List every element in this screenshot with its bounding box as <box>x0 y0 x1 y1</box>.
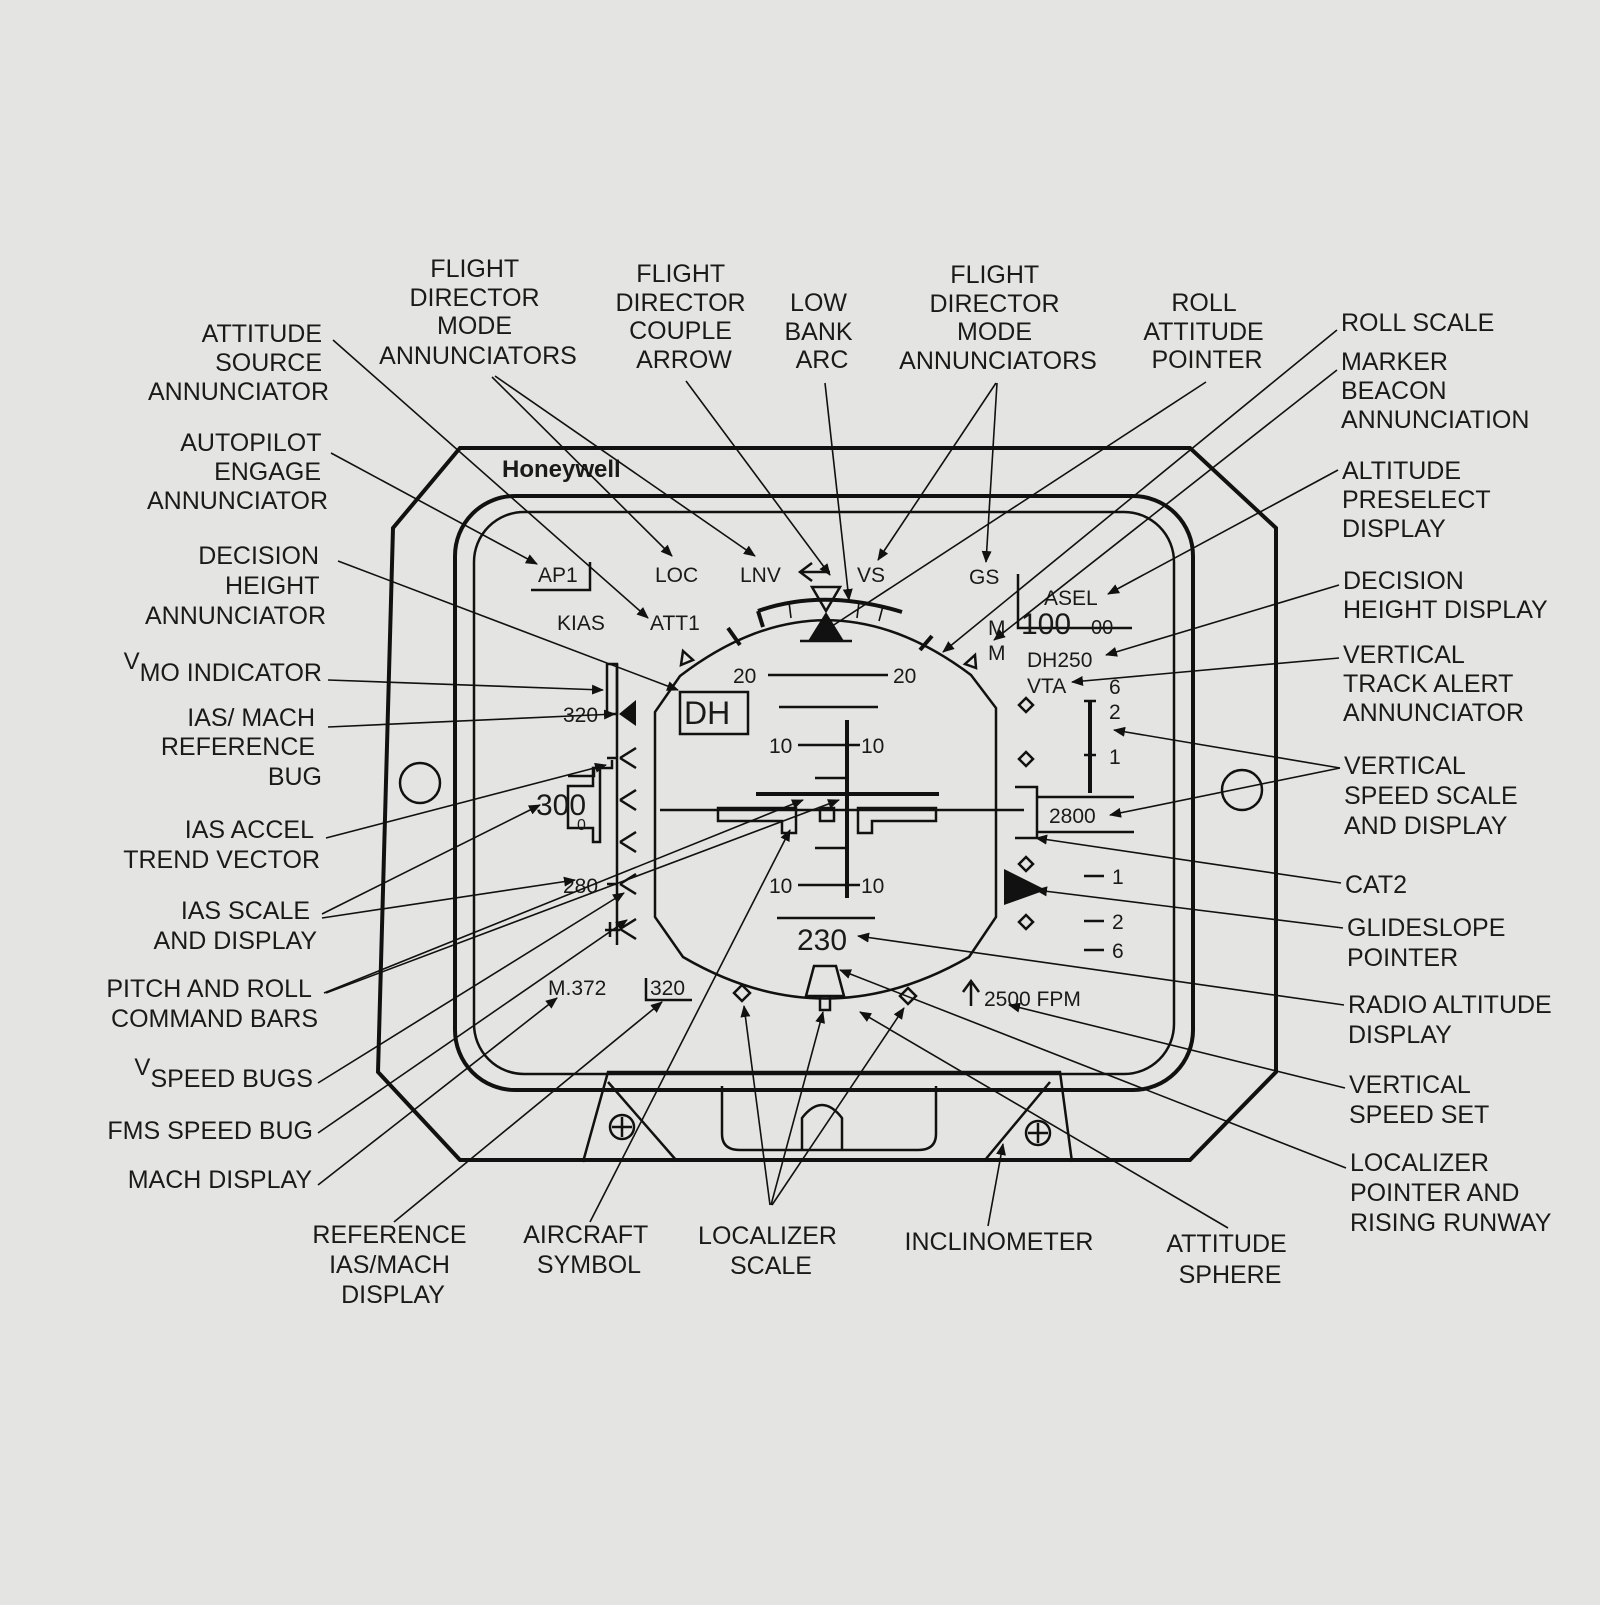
callout-vspeed: VSPEED BUGS <box>134 1054 313 1093</box>
callout-localizer-ptr: LOCALIZER POINTER AND RISING RUNWAY <box>1350 1149 1552 1237</box>
localizer-pointer-icon <box>804 964 846 1012</box>
callout-fd-mode-right: FLIGHT DIRECTOR MODE ANNUNCIATORS <box>899 261 1097 375</box>
vs-label-1: 1 <box>1109 746 1121 769</box>
decision-height-display: DH250 <box>1027 649 1092 672</box>
callout-attitude-source: ATTITUDE SOURCE ANNUNCIATOR <box>148 320 329 406</box>
vs-label-6: 6 <box>1109 676 1121 699</box>
callout-loc-scale: LOCALIZER SCALE <box>698 1222 844 1280</box>
marker-beacon-m1: M <box>988 617 1006 640</box>
callout-aircraft: AIRCRAFT SYMBOL <box>523 1221 655 1279</box>
callout-marker-beacon: MARKER BEACON ANNUNCIATION <box>1341 348 1529 434</box>
callout-cat2: CAT2 <box>1345 871 1407 899</box>
callout-vs-scale: VERTICAL SPEED SCALE AND DISPLAY <box>1344 752 1525 840</box>
loc-scale-left-diamond <box>732 983 752 1003</box>
marker-beacon-m2: M <box>988 642 1006 665</box>
radio-altitude-display: 230 <box>797 924 847 957</box>
roll-pointer-hollow-icon <box>809 585 843 614</box>
callout-vmo: VMO INDICATOR <box>124 648 322 687</box>
vs-readout: 2800 <box>1049 805 1096 828</box>
callout-inclinometer: INCLINOMETER <box>905 1228 1094 1256</box>
mode-lnv: LNV <box>740 564 781 587</box>
mach-display: M.372 <box>548 977 606 1000</box>
callout-radio-alt: RADIO ALTITUDE DISPLAY <box>1348 991 1559 1049</box>
callout-fd-mode-left: FLIGHT DIRECTOR MODE ANNUNCIATORS <box>379 255 577 370</box>
attitude-source-annunciator: ATT1 <box>650 612 700 635</box>
mode-gs: GS <box>969 566 999 589</box>
reference-ias-display: 320 <box>650 977 685 1000</box>
roll-attitude-pointer-icon <box>808 612 844 641</box>
vs-scale: 6 2 1 1 2 6 2800 <box>1015 676 1134 963</box>
callout-autopilot: AUTOPILOT ENGAGE ANNUNCIATOR <box>147 429 328 515</box>
pitch-label-10-left: 10 <box>769 735 792 758</box>
callout-fd-couple: FLIGHT DIRECTOR COUPLE ARROW <box>615 260 752 374</box>
loc-scale-right-diamond <box>898 986 918 1006</box>
brand-logo: Honeywell <box>502 456 621 483</box>
callout-low-bank: LOW BANK ARC <box>784 289 859 374</box>
altitude-preselect-value: 100 <box>1021 608 1071 641</box>
callout-alt-preselect: ALTITUDE PRESELECT DISPLAY <box>1342 457 1497 543</box>
glideslope-pointer-icon <box>1004 869 1046 905</box>
callout-mach: MACH DISPLAY <box>128 1166 313 1194</box>
vs-label-m1: 1 <box>1112 866 1124 889</box>
vs-label-m6: 6 <box>1112 940 1124 963</box>
left-knob-icon <box>398 761 442 805</box>
ias-readout-small: 0 <box>577 817 586 834</box>
pitch-label-20-left: 20 <box>733 665 756 688</box>
pitch-label-20-right: 20 <box>893 665 916 688</box>
vs-set-arrow-icon <box>961 978 981 1006</box>
glideslope-scale <box>1017 696 1035 931</box>
autopilot-engage-annunciator: AP1 <box>538 564 578 587</box>
vmo-indicator <box>605 662 619 716</box>
callout-glideslope: GLIDESLOPE POINTER <box>1347 914 1512 972</box>
callout-sphere: ATTITUDE SPHERE <box>1166 1230 1293 1289</box>
ias-readout: 300 <box>536 789 586 822</box>
asel-label: ASEL <box>1044 587 1098 610</box>
vs-label-2: 2 <box>1109 701 1121 724</box>
left-screw-icon <box>608 1113 636 1141</box>
callout-fms-bug: FMS SPEED BUG <box>107 1117 313 1145</box>
pitch-label-m10-right: 10 <box>861 875 884 898</box>
callout-dh-annunciator: DECISION HEIGHT ANNUNCIATOR <box>145 542 326 630</box>
callout-pitch-roll: PITCH AND ROLL COMMAND BARS <box>106 975 318 1033</box>
callout-ref-ias: REFERENCE IAS/MACH DISPLAY <box>312 1221 473 1309</box>
altitude-preselect-small: 00 <box>1091 617 1113 639</box>
callout-dh-display: DECISION HEIGHT DISPLAY <box>1343 567 1548 624</box>
mode-vs: VS <box>857 564 885 587</box>
ias-readout-box <box>566 766 602 844</box>
vs-label-m2: 2 <box>1112 911 1124 934</box>
callout-ias-bug: IAS/ MACH REFERENCE BUG <box>161 704 322 791</box>
callout-ias-trend: IAS ACCEL TREND VECTOR <box>123 816 320 874</box>
instrument-bezel: Honeywell <box>375 446 1278 1163</box>
callout-labels: ATTITUDE SOURCE ANNUNCIATOR AUTOPILOT EN… <box>106 255 1559 1309</box>
ias-reference-bug-icon <box>619 700 636 726</box>
right-knob-icon <box>1220 768 1264 812</box>
vta-annunciator: VTA <box>1027 675 1066 698</box>
roll-scale <box>679 597 978 670</box>
ias-tape: 320 280 300 0 <box>536 662 637 945</box>
fd-couple-arrow-icon <box>797 562 830 582</box>
pitch-label-m10-left: 10 <box>769 875 792 898</box>
altitude-area: ASEL M M 100 00 DH250 VTA <box>988 574 1132 698</box>
callout-vta: VERTICAL TRACK ALERT ANNUNCIATOR <box>1343 641 1524 727</box>
leader-lines <box>317 329 1347 1229</box>
callout-vs-set: VERTICAL SPEED SET <box>1349 1071 1489 1129</box>
decision-height-annunciator: DH <box>684 695 730 731</box>
attitude-sphere <box>653 619 998 1000</box>
pitch-label-10-right: 10 <box>861 735 884 758</box>
cat2-bracket <box>1015 785 1039 840</box>
callout-ias-scale: IAS SCALE AND DISPLAY <box>154 897 318 955</box>
pitch-ladder: 20 20 10 10 10 10 <box>733 665 916 898</box>
ias-units: KIAS <box>557 612 605 635</box>
display-screen: 20 20 10 10 10 10 AP1 LOC LNV VS GS KIAS <box>531 562 1134 1012</box>
right-screw-icon <box>1024 1119 1052 1147</box>
callout-roll-scale: ROLL SCALE <box>1341 309 1494 337</box>
vertical-speed-set: 2500 FPM <box>984 988 1081 1011</box>
callout-roll-pointer: ROLL ATTITUDE POINTER <box>1143 289 1270 374</box>
mode-loc: LOC <box>655 564 698 587</box>
